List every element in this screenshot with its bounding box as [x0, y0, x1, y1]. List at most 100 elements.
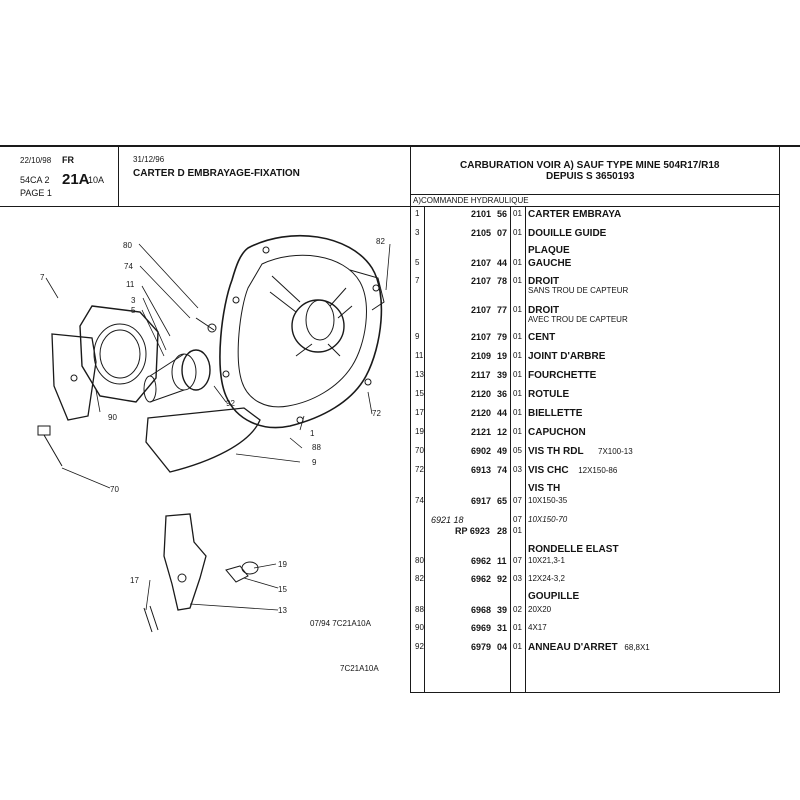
row-ref: 6962: [471, 556, 492, 566]
row-ref: 2101: [471, 209, 492, 219]
row-sub-ref: 74: [497, 465, 508, 475]
row-sub-ref: 31: [497, 623, 508, 633]
row-designation: GOUPILLE: [528, 591, 580, 602]
row-qty: 02: [513, 605, 522, 614]
right-header-divider: [411, 194, 780, 195]
row-qty: 01: [513, 408, 522, 417]
header-ref-prefix: 54CA 2: [20, 175, 50, 185]
page-title: CARTER D EMBRAYAGE-FIXATION: [133, 168, 300, 179]
row-sub-ref: 19: [497, 351, 508, 361]
table-top-rule: [411, 206, 780, 207]
row-item-number: 3: [415, 228, 420, 237]
row-sub-ref: 44: [497, 258, 508, 268]
row-designation: DROIT: [528, 305, 560, 316]
row-sub-ref: 65: [497, 496, 508, 506]
row-ref: 2109: [471, 351, 492, 361]
clutch-housing-drawing: [219, 234, 385, 429]
applicability-line-2: DEPUIS S 3650193: [546, 171, 635, 182]
row-item-number: 70: [415, 446, 424, 455]
bottom-right-rule: [411, 692, 780, 693]
row-item-number: 90: [415, 623, 424, 632]
callout-13: 13: [278, 606, 287, 615]
col-name-rule: [525, 206, 526, 693]
row-designation: JOINT D'ARBRE: [528, 351, 606, 362]
row-item-number: 80: [415, 556, 424, 565]
top-border: [0, 145, 800, 147]
row-qty: 05: [513, 446, 522, 455]
row-ref: 6979: [471, 642, 492, 652]
row-detail: 4X17: [528, 623, 547, 632]
row-qty: 01: [513, 228, 522, 237]
row-item-number: 1: [415, 209, 420, 218]
row-qty: 01: [513, 351, 522, 360]
row-sub-ref: 92: [497, 574, 508, 584]
row-ref: RP 6923: [455, 526, 490, 536]
header-col-divider-1: [118, 146, 119, 206]
row-qty: 01: [513, 209, 522, 218]
callout-19: 19: [278, 560, 287, 569]
row-designation: CARTER EMBRAYA: [528, 209, 622, 220]
update-note: 07/94 7C21A10A: [310, 619, 371, 628]
callout-5: 5: [131, 306, 136, 315]
row-item-number: 19: [415, 427, 424, 436]
callout-74: 74: [124, 262, 133, 271]
row-ref: 2107: [471, 332, 492, 342]
section-label: A)COMMANDE HYDRAULIQUE: [413, 196, 529, 205]
callout-88: 88: [312, 443, 321, 452]
row-sub-ref: 56: [497, 209, 508, 219]
row-designation: VIS CHC: [528, 465, 569, 476]
callout-92: 92: [226, 399, 235, 408]
callout-numbers: 80 74 11 3 5 7 90 92 70 82 1 72 88 9 17 …: [40, 237, 385, 615]
header-lang: FR: [62, 155, 74, 165]
row-item-number: 15: [415, 389, 424, 398]
row-qty: 01: [513, 623, 522, 632]
row-sub-ref: 49: [497, 446, 508, 456]
row-item-number: 74: [415, 496, 424, 505]
row-qty: 01: [513, 526, 522, 535]
header-ref-main: 21A: [62, 171, 90, 188]
row-qty: 01: [513, 276, 522, 285]
row-detail: 10X150-70: [528, 515, 568, 524]
callout-1: 1: [310, 429, 315, 438]
row-sub-ref: 07: [497, 228, 508, 238]
row-item-number: 17: [415, 408, 424, 417]
row-qty: 03: [513, 574, 522, 583]
row-qty: 01: [513, 642, 522, 651]
row-designation: VIS TH RDL: [528, 446, 584, 457]
row-ref: 6902: [471, 446, 492, 456]
row-ref: 2107: [471, 258, 492, 268]
callout-72: 72: [372, 409, 381, 418]
row-qty: 03: [513, 465, 522, 474]
row-qty: 01: [513, 332, 522, 341]
row-ref: 6913: [471, 465, 492, 475]
row-designation: BIELLETTE: [528, 408, 583, 419]
row-designation: ANNEAU D'ARRET: [528, 642, 618, 653]
row-detail: 10X150-35: [528, 496, 568, 505]
row-qty: 07: [513, 496, 522, 505]
row-detail: 12X24-3,2: [528, 574, 565, 583]
row-designation: GAUCHE: [528, 258, 572, 269]
row-item-number: 92: [415, 642, 424, 651]
callout-15: 15: [278, 585, 287, 594]
col-item-rule: [424, 206, 425, 693]
row-sub-ref: 79: [497, 332, 508, 342]
row-sub-ref: 39: [497, 605, 508, 615]
header-page: PAGE 1: [20, 188, 52, 198]
row-designation: VIS TH: [528, 483, 561, 494]
row-item-number: 5: [415, 258, 420, 267]
callout-17: 17: [130, 576, 139, 585]
